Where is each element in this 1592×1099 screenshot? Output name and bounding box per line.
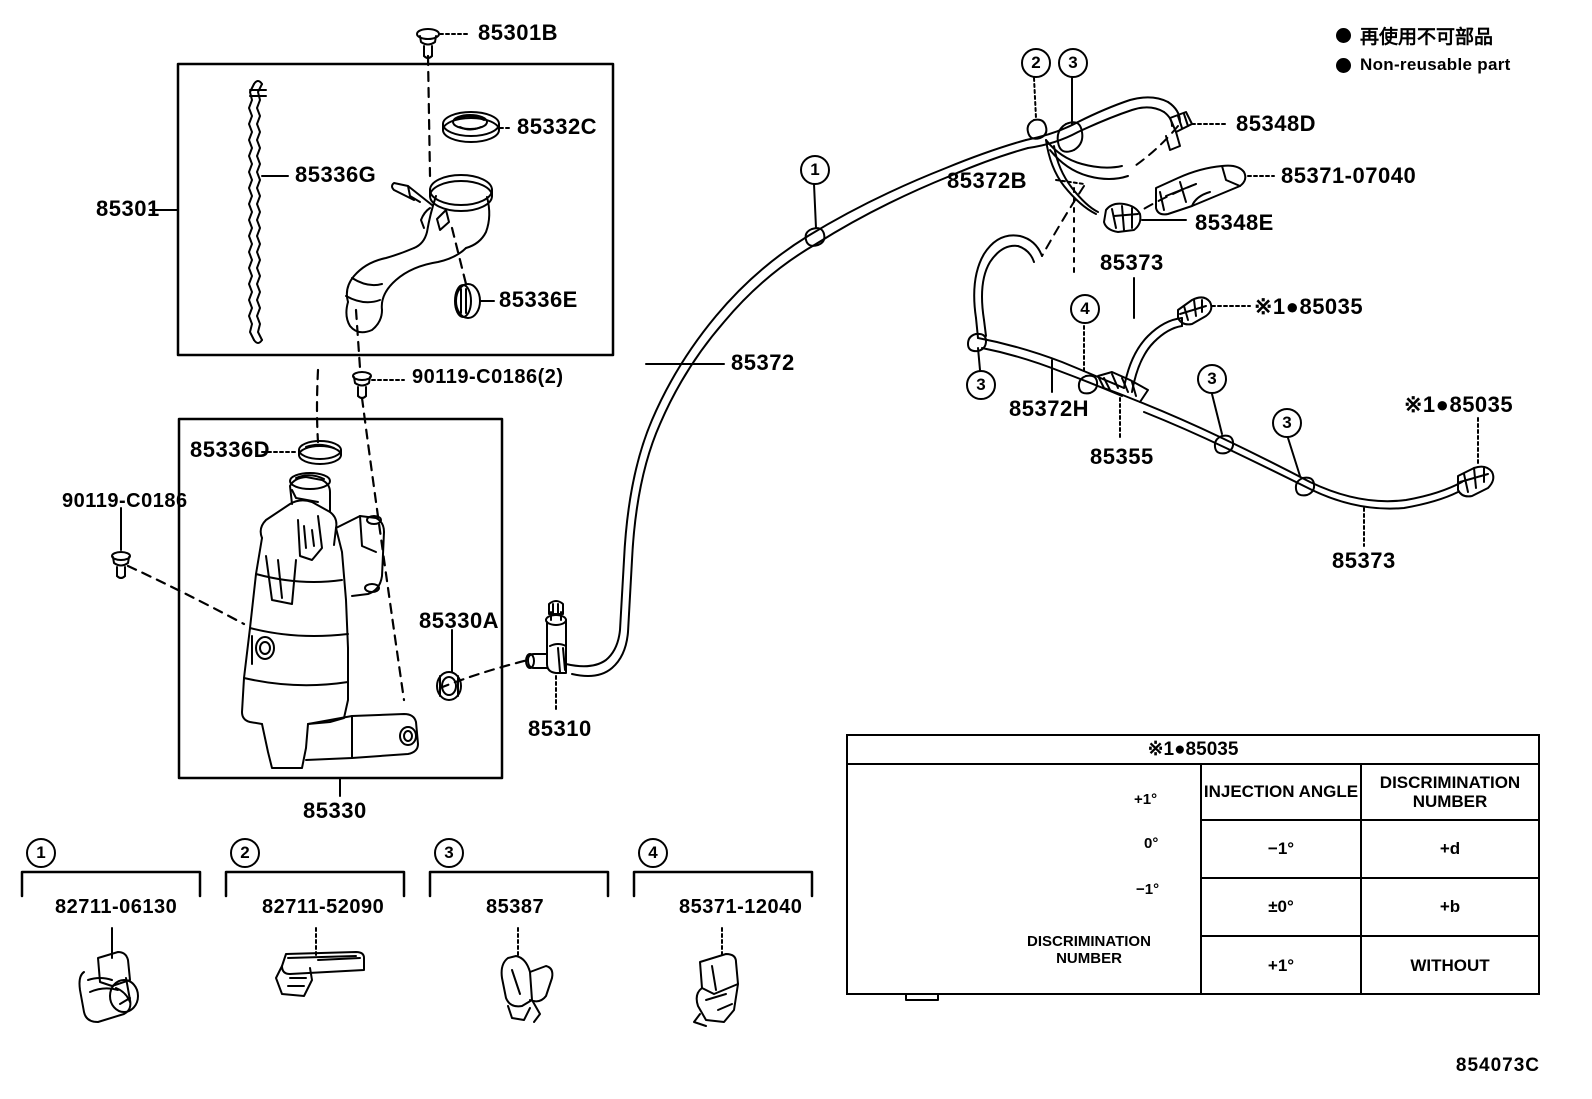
part-label-85336D: 85336D — [190, 437, 271, 462]
callout-3-a: 3 — [1058, 48, 1088, 78]
injection-angle-table: ※1●85035 +1° 0° −1° DISCRIMINATION NUMBE… — [846, 734, 1540, 995]
part-label-85330A: 85330A — [419, 608, 500, 633]
callout-2: 2 — [1021, 48, 1051, 78]
part-label-85372H: 85372H — [1009, 396, 1090, 421]
legend-english-text: Non-reusable part — [1360, 55, 1511, 74]
bottom-part-number-3: 85387 — [486, 896, 545, 918]
table-grid: INJECTION ANGLE DISCRIMINATION NUMBER −1… — [1202, 765, 1538, 995]
part-label-85035-right: ※1●85035 — [1404, 392, 1514, 417]
bottom-part-number-4: 85371-12040 — [679, 896, 803, 918]
cell-injection-angle: +1° — [1202, 937, 1362, 995]
callout-legend-3: 3 — [434, 838, 464, 868]
bottom-part-number-2: 82711-52090 — [262, 896, 385, 918]
callout-4-a: 4 — [1070, 294, 1100, 324]
diagram-code: 854073C — [1455, 1055, 1540, 1076]
part-label-85301B: 85301B — [478, 20, 559, 45]
legend-row-english: Non-reusable part — [1336, 55, 1511, 75]
part-label-85035-top: ※1●85035 — [1254, 294, 1364, 319]
callout-1: 1 — [800, 155, 830, 185]
angle-zero-label: 0° — [1144, 835, 1159, 852]
part-label-85330: 85330 — [303, 798, 367, 823]
legend-japanese-text: 再使用不可部品 — [1360, 26, 1494, 48]
discrimination-number-caption: DISCRIMINATION NUMBER — [1027, 933, 1151, 968]
table-row: ±0° +b — [1202, 879, 1538, 937]
part-label-85371-07040: 85371-07040 — [1281, 163, 1417, 188]
callout-legend-2: 2 — [230, 838, 260, 868]
table-row: −1° +d — [1202, 821, 1538, 879]
part-label-85355: 85355 — [1090, 444, 1154, 469]
part-label-85336G: 85336G — [295, 162, 377, 187]
part-label-85348E: 85348E — [1195, 210, 1274, 235]
angle-plus1-label: +1° — [1134, 791, 1158, 808]
header-injection-angle: INJECTION ANGLE — [1202, 765, 1362, 819]
part-label-90119-C0186-2: 90119-C0186(2) — [412, 366, 564, 388]
table-body: +1° 0° −1° DISCRIMINATION NUMBER INJECTI… — [848, 765, 1538, 995]
angle-minus1-label: −1° — [1136, 881, 1160, 898]
bottom-part-number-1: 82711-06130 — [55, 896, 178, 918]
part-label-85332C: 85332C — [517, 114, 598, 139]
part-label-85372: 85372 — [731, 350, 795, 375]
callout-legend-1: 1 — [26, 838, 56, 868]
cell-injection-angle: ±0° — [1202, 879, 1362, 935]
table-row: +1° WITHOUT — [1202, 937, 1538, 995]
cell-injection-angle: −1° — [1202, 821, 1362, 877]
non-reusable-dot-icon — [1336, 28, 1351, 43]
part-label-85373-top: 85373 — [1100, 250, 1164, 275]
part-label-85301: 85301 — [96, 196, 160, 221]
non-reusable-dot-icon — [1336, 57, 1351, 73]
cell-discrimination-number: +b — [1439, 897, 1461, 917]
callout-4-b: 4 — [638, 838, 668, 868]
part-label-85372B: 85372B — [947, 168, 1028, 193]
part-label-85348D: 85348D — [1236, 111, 1317, 136]
legend-row-japanese: 再使用不可部品 — [1336, 22, 1511, 49]
table-title: ※1●85035 — [848, 736, 1538, 765]
table-header-row: INJECTION ANGLE DISCRIMINATION NUMBER — [1202, 765, 1538, 821]
nozzle-angle-figure: +1° 0° −1° DISCRIMINATION NUMBER — [848, 765, 1202, 995]
part-label-85310: 85310 — [528, 716, 592, 741]
part-label-90119-C0186: 90119-C0186 — [62, 490, 188, 512]
callout-3-c: 3 — [1197, 364, 1227, 394]
cell-discrimination-number: +d — [1439, 839, 1461, 859]
callout-3-d: 3 — [1272, 408, 1302, 438]
part-label-85336E: 85336E — [499, 287, 578, 312]
cell-discrimination-number: WITHOUT — [1410, 956, 1490, 976]
callout-3-b: 3 — [966, 370, 996, 400]
legend: 再使用不可部品 Non-reusable part — [1336, 22, 1511, 81]
header-discrimination-number: DISCRIMINATION NUMBER — [1379, 772, 1521, 811]
part-label-85373-bottom: 85373 — [1332, 548, 1396, 573]
